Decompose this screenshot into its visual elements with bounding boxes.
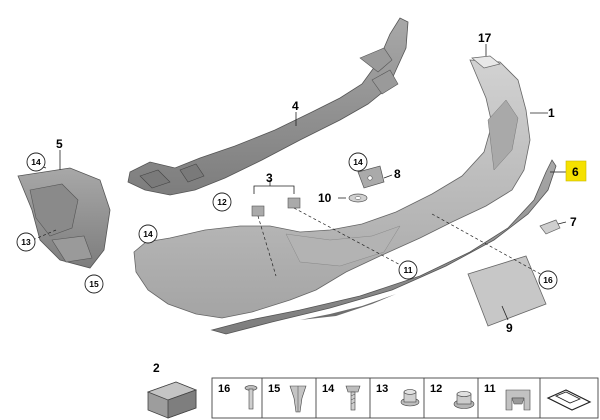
side-bracket [17, 167, 111, 269]
lower-trim-strip [210, 159, 557, 335]
callout-2: 2 [153, 361, 160, 375]
strip-label-14: 14 [322, 383, 335, 395]
svg-text:12: 12 [217, 197, 227, 207]
small-bracket [357, 165, 385, 189]
svg-text:14: 14 [31, 157, 41, 167]
circle-callout-15: 15 [84, 274, 104, 294]
callout-17: 17 [478, 31, 492, 45]
callout-10: 10 [318, 191, 332, 205]
circle-callout-14-b: 14 [138, 224, 158, 244]
expanding-rivet-icon [244, 385, 258, 410]
highlight-box-6 [565, 160, 587, 182]
callout-3: 3 [266, 171, 273, 185]
guide-lines [27, 207, 545, 277]
circle-callout-14-c: 14 [348, 152, 368, 172]
svg-text:15: 15 [89, 279, 99, 289]
callout-4: 4 [292, 99, 299, 113]
strip-label-11: 11 [484, 383, 496, 395]
callout-9: 9 [506, 321, 513, 335]
clip-pair [251, 197, 301, 217]
leader-lines [39, 44, 567, 321]
washer [348, 193, 368, 203]
circled-callouts: 14 14 14 13 15 12 11 16 [16, 152, 558, 294]
upper-guide-carrier [127, 17, 409, 196]
callout-8: 8 [394, 167, 401, 181]
foam-block [146, 381, 198, 419]
bumper-trim-panel [133, 59, 531, 319]
top-reflector [471, 55, 501, 69]
svg-text:16: 16 [543, 275, 553, 285]
spreading-nut-icon [289, 385, 307, 413]
svg-text:14: 14 [143, 229, 153, 239]
clip-icon [505, 389, 531, 411]
strip-label-15: 15 [268, 383, 280, 395]
catalog-symbol-icon [546, 389, 592, 411]
circle-callout-12: 12 [212, 192, 232, 212]
strip-label-16: 16 [218, 383, 230, 395]
fastener-strip: 16 15 14 13 12 [211, 377, 599, 419]
circle-callout-13: 13 [16, 232, 36, 252]
collar-nut-icon [400, 389, 420, 407]
circle-callout-11: 11 [398, 260, 418, 280]
svg-text:13: 13 [21, 237, 31, 247]
end-cap [539, 219, 561, 235]
svg-text:14: 14 [353, 157, 363, 167]
callout-6: 6 [572, 165, 579, 179]
hex-nut-icon [453, 391, 475, 409]
strip-label-12: 12 [430, 383, 442, 395]
plate-carrier [467, 255, 547, 327]
circle-callout-16: 16 [538, 270, 558, 290]
strip-label-13: 13 [376, 383, 388, 395]
circle-callout-14-a: 14 [26, 152, 46, 172]
callout-1: 1 [548, 106, 555, 120]
trim-screw-icon [345, 385, 361, 411]
callout-7: 7 [570, 215, 577, 229]
svg-text:11: 11 [404, 265, 413, 275]
callout-5: 5 [56, 137, 63, 151]
